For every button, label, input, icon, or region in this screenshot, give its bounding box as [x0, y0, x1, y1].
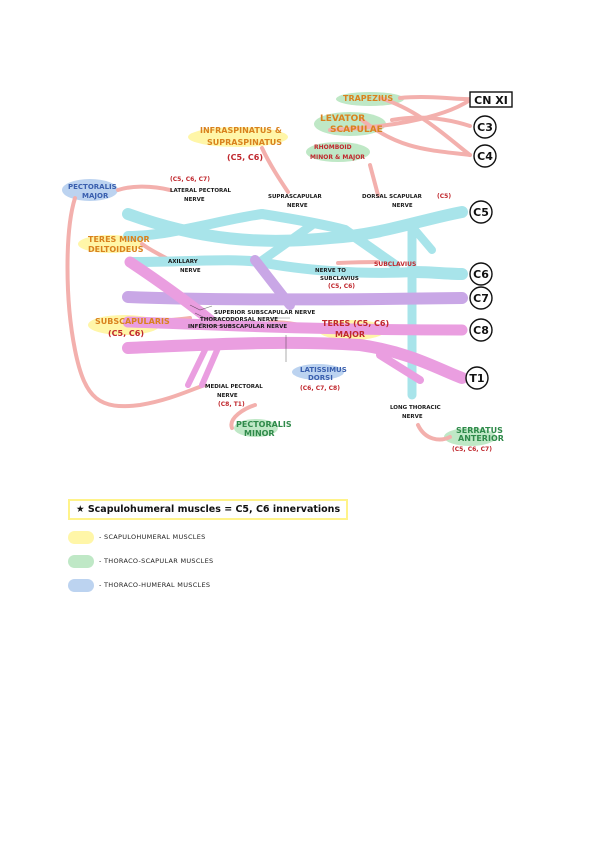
c4-circle: [473, 144, 497, 168]
rhomboid-label-line2: MINOR & MAJOR: [310, 154, 365, 161]
infraspinatus-label-line1: INFRASPINATUS &: [200, 126, 282, 135]
infraspinatus-label-line3: (C5, C6): [227, 153, 263, 162]
long-thoracic-label-line1: LONG THORACIC: [390, 405, 441, 411]
cn-xi-label: CN XI: [474, 94, 508, 107]
latissimus-highlight: [292, 364, 344, 380]
c8-label: C8: [473, 324, 489, 337]
pectoralis-major-highlight: [62, 179, 118, 201]
latissimus-label-line3: (C6, C7, C8): [300, 385, 340, 392]
legend-label: - THORACO-HUMERAL MUSCLES: [99, 581, 211, 589]
legend-swatch-green: [68, 554, 94, 568]
subscapularis-label-line1: SUBSCAPULARIS: [95, 317, 170, 326]
teres-major-label-line1: TERES (C5, C6): [322, 319, 389, 328]
subscapularis-label-line2: (C5, C6): [108, 329, 144, 338]
legend-item-scapulohumeral: - SCAPULOHUMERAL MUSCLES: [68, 530, 368, 544]
nerve-labels: (C5, C6, C7) LATERAL PECTORAL NERVE SUPR…: [168, 176, 451, 420]
serratus-label-line1: SERRATUS: [456, 426, 503, 435]
axillary-label-line2: NERVE: [180, 268, 201, 274]
infraspinatus-label-line2: SUPRASPINATUS: [207, 138, 282, 147]
inferior-subscapular-label: INFERIOR SUBSCAPULAR NERVE: [188, 324, 287, 330]
lateral-pectoral-label-line1: LATERAL PECTORAL: [170, 188, 231, 194]
c5-label: C5: [473, 206, 489, 219]
nerve-to-subclavius-label-line1: NERVE TO: [315, 268, 346, 274]
axillary-label-line1: AXILLARY: [168, 259, 199, 265]
pectoralis-minor-label-line1: PECTORALIS: [236, 420, 292, 429]
c4-label: C4: [477, 150, 493, 163]
long-thoracic-label-line2: NERVE: [402, 414, 423, 420]
legend-label: - THORACO-SCAPULAR MUSCLES: [99, 557, 214, 565]
thoracodorsal-label: THORACODORSAL NERVE: [200, 317, 278, 323]
dorsal-scapular-label-line2: NERVE: [392, 203, 413, 209]
lateral-pectoral-label-line2: NERVE: [184, 197, 205, 203]
lower-trunk: [122, 256, 468, 388]
legend-swatch-blue: [68, 578, 94, 592]
c3-circle: [473, 115, 497, 139]
c5-circle: [469, 200, 493, 224]
rhomboid-label-line1: RHOMBOID: [314, 144, 352, 151]
c3-label: C3: [477, 121, 493, 134]
c6-circle: [469, 262, 493, 286]
nerve-to-subclavius-label-line3: (C5, C6): [328, 283, 355, 290]
dorsal-scapular-label-line1: DORSAL SCAPULAR: [362, 194, 423, 200]
muscle-labels: TRAPEZIUS LEVATOR SCAPULAE RHOMBOID MINO…: [68, 94, 504, 453]
deltoideus-label: DELTOIDEUS: [88, 245, 144, 254]
c8-circle: [469, 318, 493, 342]
levator-label-line1: LEVATOR: [320, 114, 365, 124]
pectoralis-major-label-line2: MAJOR: [82, 192, 109, 200]
serratus-highlight: [444, 428, 496, 446]
c7-circle: [469, 286, 493, 310]
subclavius-label: SUBCLAVIUS: [374, 261, 416, 268]
pectoralis-major-label-line1: PECTORALIS: [68, 183, 117, 191]
superior-subscapular-label: SUPERIOR SUBSCAPULAR NERVE: [214, 310, 315, 316]
nerve-roots: CN XI C3 C4 C5 C6 C7 C8 T1: [465, 91, 513, 390]
nerve-details: [189, 304, 290, 362]
cn-xi-box: [469, 91, 513, 108]
latissimus-label-line2: DORSI: [308, 374, 333, 382]
t1-label: T1: [469, 372, 484, 385]
c7-label: C7: [473, 292, 489, 305]
infraspinatus-highlight: [188, 127, 288, 147]
legend-label: - SCAPULOHUMERAL MUSCLES: [99, 533, 206, 541]
teres-minor-label: TERES MINOR: [88, 235, 150, 244]
pectoralis-minor-label-line2: MINOR: [244, 429, 275, 438]
c6-label: C6: [473, 268, 489, 281]
medial-pectoral-label-line2: NERVE: [217, 393, 238, 399]
latissimus-label-line1: LATISSIMUS: [300, 366, 347, 374]
trapezius-label: TRAPEZIUS: [343, 94, 393, 103]
medial-pectoral-label-line3: (C8, T1): [218, 401, 245, 408]
legend-title: ★ Scapulohumeral muscles = C5, C6 innerv…: [68, 499, 349, 520]
dorsal-scapular-roots: (C5): [437, 193, 451, 200]
levator-label-line2: SCAPULAE: [330, 125, 383, 135]
serratus-label-line3: (C5, C6, C7): [452, 446, 492, 453]
legend-swatch-yellow: [68, 530, 94, 544]
trapezius-highlight: [336, 92, 404, 106]
t1-circle: [465, 366, 489, 390]
legend-item-thoraco-scapular: - THORACO-SCAPULAR MUSCLES: [68, 554, 368, 568]
nerve-to-subclavius-label-line2: SUBCLAVIUS: [320, 276, 359, 282]
teres-major-label-line2: MAJOR: [335, 330, 365, 339]
suprascapular-label-line1: SUPRASCAPULAR: [268, 194, 322, 200]
serratus-label-line2: ANTERIOR: [458, 434, 504, 443]
medial-pectoral-label-line1: MEDIAL PECTORAL: [205, 384, 263, 390]
pectoralis-minor-highlight: [234, 419, 278, 437]
lateral-pectoral-roots: (C5, C6, C7): [170, 176, 210, 183]
rhomboid-highlight: [306, 142, 370, 162]
legend-item-thoraco-humeral: - THORACO-HUMERAL MUSCLES: [68, 578, 368, 592]
legend: ★ Scapulohumeral muscles = C5, C6 innerv…: [68, 497, 368, 592]
suprascapular-label-line2: NERVE: [287, 203, 308, 209]
muscle-connectors: [65, 95, 472, 442]
middle-trunk: [122, 255, 468, 310]
